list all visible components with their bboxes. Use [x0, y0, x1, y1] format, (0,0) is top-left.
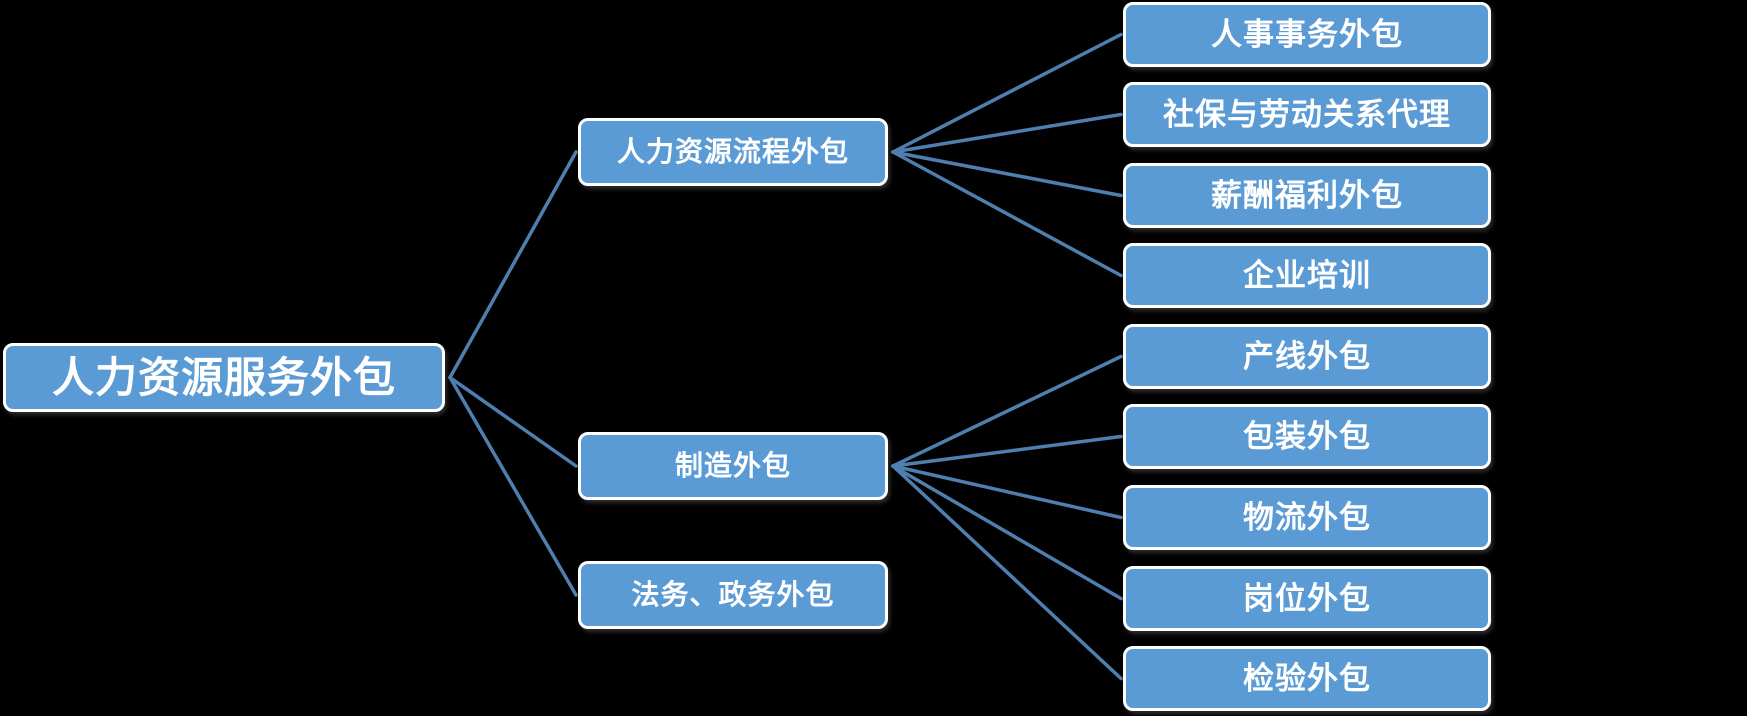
leaf-node-packaging-outsourcing: 包装外包: [1123, 404, 1491, 469]
root-node-hr-service-outsourcing: 人力资源服务外包: [3, 343, 445, 412]
leaf-node-personnel-affairs-outsourcing: 人事事务外包: [1123, 2, 1491, 67]
leaf-node-position-outsourcing: 岗位外包: [1123, 566, 1491, 631]
leaf-node-production-line-outsourcing: 产线外包: [1123, 324, 1491, 389]
leaf-node-social-security-labor-relations-agency: 社保与劳动关系代理: [1123, 82, 1491, 147]
branch-node-legal-government-outsourcing: 法务、政务外包: [578, 561, 888, 629]
leaf-node-corporate-training: 企业培训: [1123, 243, 1491, 308]
branch-node-hr-process-outsourcing: 人力资源流程外包: [578, 118, 888, 186]
branch-node-manufacturing-outsourcing: 制造外包: [578, 432, 888, 500]
leaf-node-inspection-outsourcing: 检验外包: [1123, 646, 1491, 711]
leaf-node-compensation-benefits-outsourcing: 薪酬福利外包: [1123, 163, 1491, 228]
leaf-node-logistics-outsourcing: 物流外包: [1123, 485, 1491, 550]
